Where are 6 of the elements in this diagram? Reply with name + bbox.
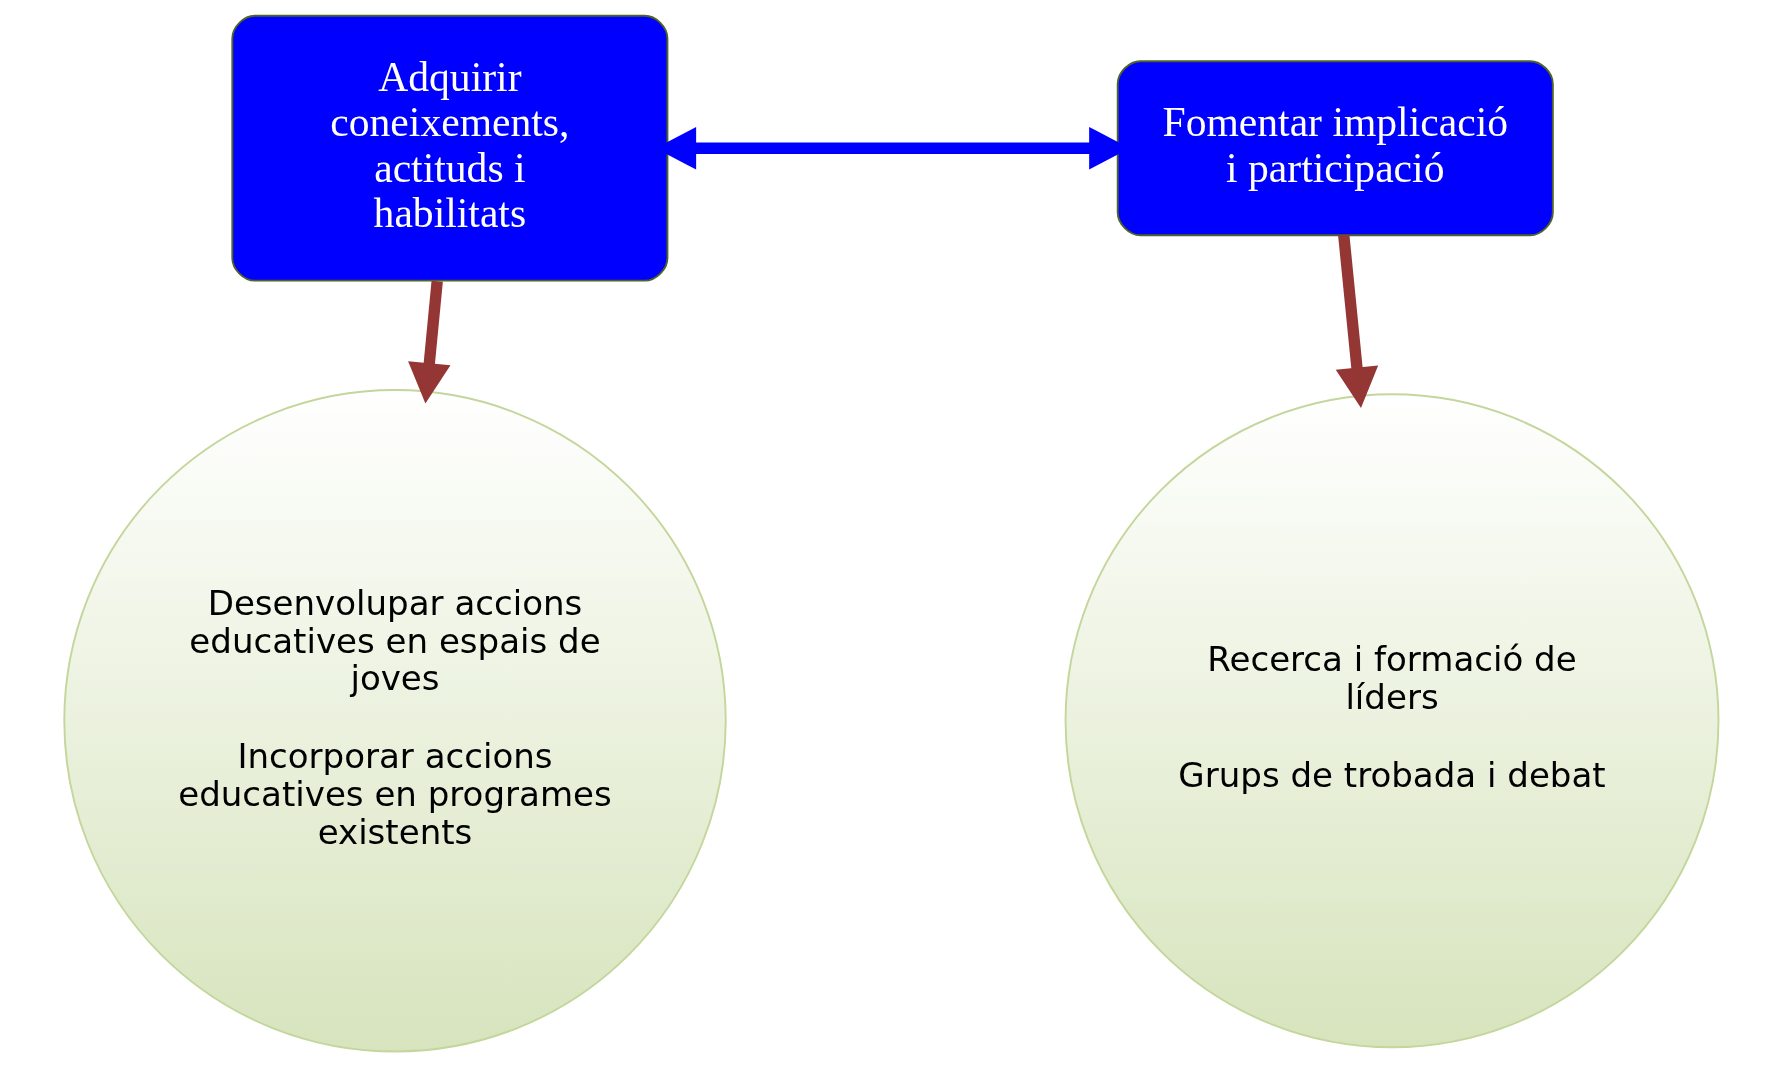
arrow [408, 280, 451, 404]
node-circle: Recerca i formació de líders Grups de trobada i debat [1064, 393, 1720, 1049]
arrow [1335, 234, 1379, 408]
node-circle: Desenvolupar accions educatives en espais de joves Incorporar accions educatives en programes existents [63, 389, 727, 1053]
node-box: Adquirir coneixements, actituds i habilitats [231, 14, 669, 282]
node-box: Fomentar implicació i participació [1116, 60, 1554, 237]
